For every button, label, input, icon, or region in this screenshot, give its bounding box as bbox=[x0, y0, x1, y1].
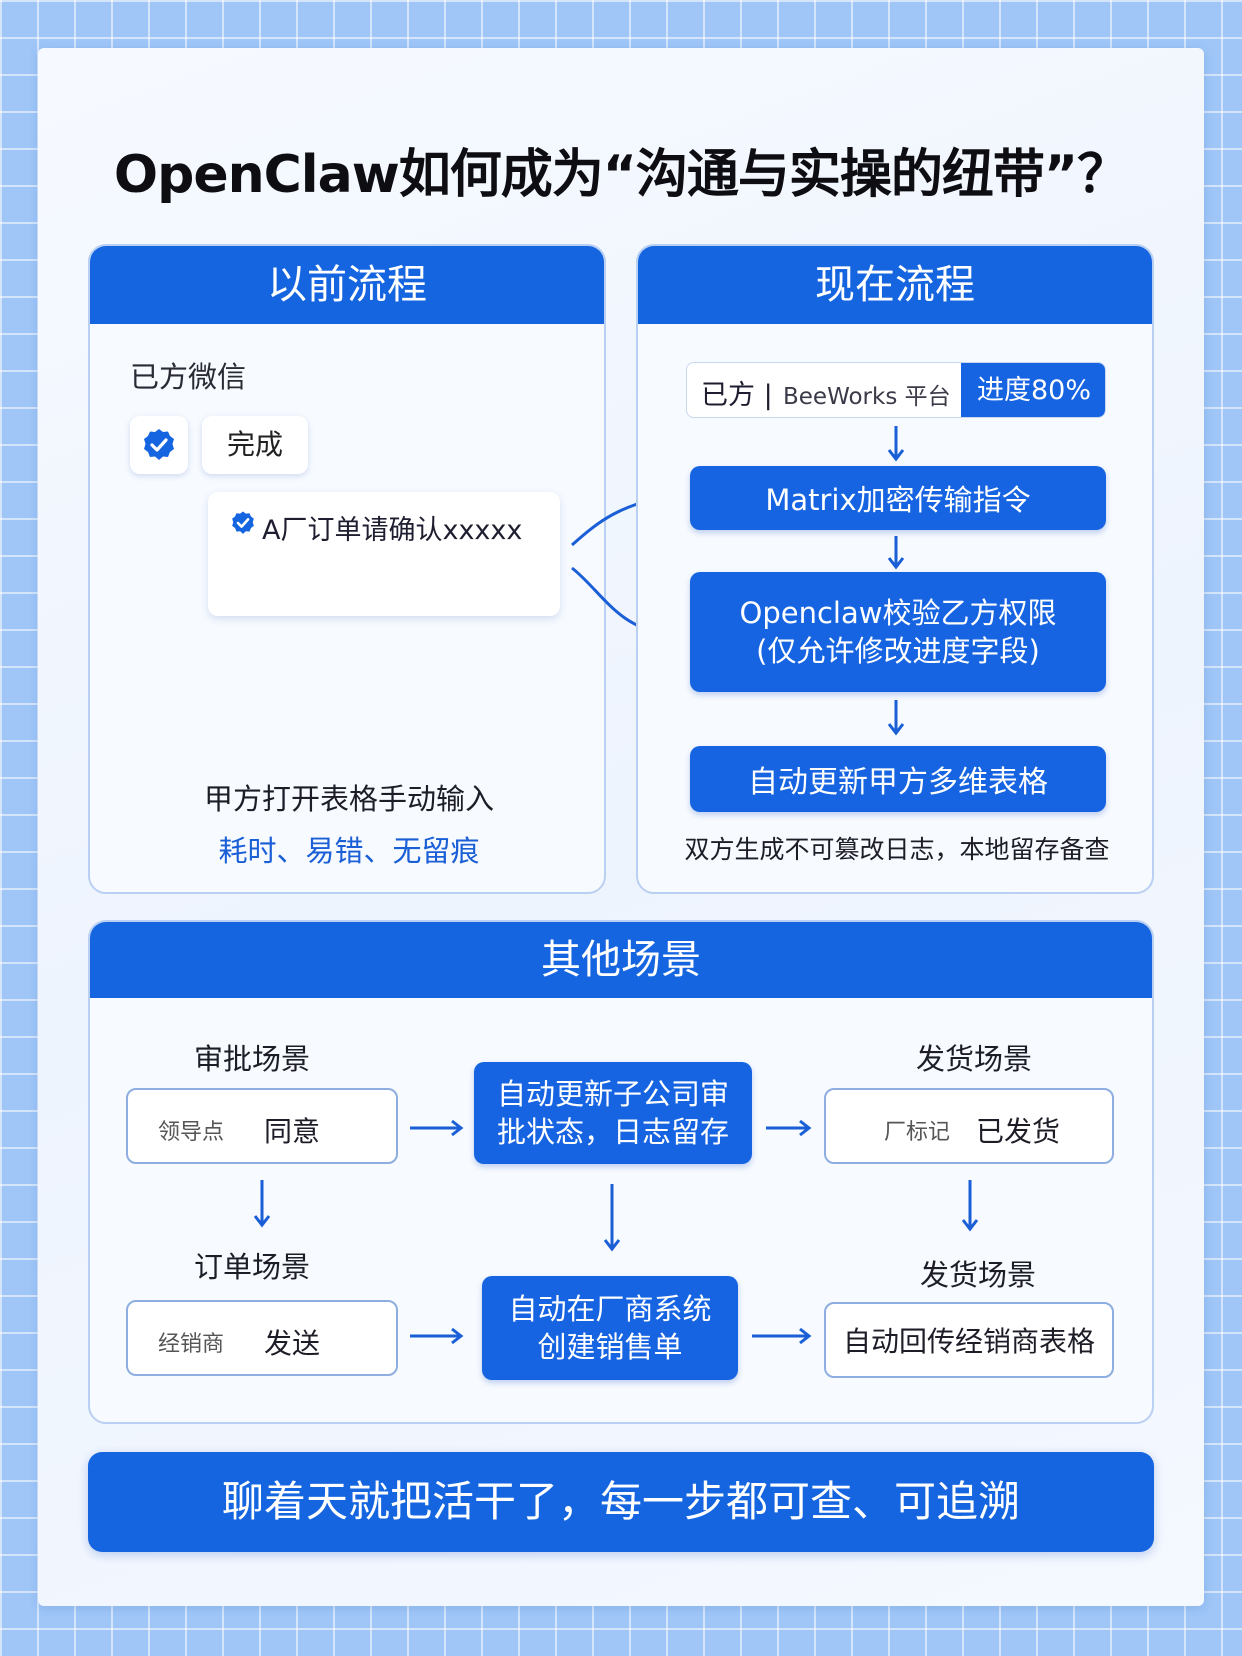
done-chip: 完成 bbox=[202, 416, 308, 474]
shipping-title-top: 发货场景 bbox=[916, 1042, 1033, 1076]
check-badge-icon bbox=[144, 429, 174, 460]
shipping-label: 厂标记 bbox=[884, 1120, 951, 1145]
order-result: 自动在厂商系统 创建销售单 bbox=[482, 1276, 738, 1380]
order-to-shipping-arrow bbox=[752, 1327, 812, 1345]
approval-result: 自动更新子公司审 批状态，日志留存 bbox=[474, 1062, 752, 1164]
approval-right-arrow bbox=[410, 1119, 464, 1137]
order-value: 发送 bbox=[264, 1327, 321, 1360]
approval-input-box: 领导点 同意 bbox=[126, 1088, 398, 1164]
now-panel: 现在流程 已方 | BeeWorks 平台 进度80% Matrix加密传输指令… bbox=[636, 244, 1154, 894]
summary-banner: 聊着天就把活干了，每一步都可查、可追溯 bbox=[88, 1452, 1154, 1552]
down-arrow-2 bbox=[887, 536, 905, 570]
order-right-arrow bbox=[410, 1327, 464, 1345]
check-tile bbox=[130, 416, 188, 474]
platform-bar: 已方 | BeeWorks 平台 进度80% bbox=[686, 362, 1106, 418]
middle-down-arrow bbox=[603, 1184, 621, 1252]
party-label: 已方 | bbox=[701, 380, 773, 411]
encrypt-step: Matrix加密传输指令 bbox=[690, 466, 1106, 530]
shipping-value: 已发货 bbox=[976, 1115, 1061, 1148]
pain-points-caption: 耗时、易错、无留痕 bbox=[218, 834, 480, 868]
order-input-box: 经销商 发送 bbox=[126, 1300, 398, 1376]
approval-label: 领导点 bbox=[158, 1120, 225, 1145]
verify-step: Openclaw校验乙方权限 (仅允许修改进度字段) bbox=[690, 572, 1106, 692]
shipping-result-box: 自动回传经销商表格 bbox=[824, 1302, 1114, 1378]
update-step: 自动更新甲方多维表格 bbox=[690, 746, 1106, 812]
message-bubble: A厂订单请确认xxxxx bbox=[208, 492, 560, 616]
shipping-input-box: 厂标记 已发货 bbox=[824, 1088, 1114, 1164]
log-caption: 双方生成不可篡改日志，本地留存备查 bbox=[684, 835, 1110, 864]
shipping-result: 自动回传经销商表格 bbox=[842, 1325, 1095, 1358]
shipping-down-arrow bbox=[961, 1180, 979, 1232]
progress-badge: 进度80% bbox=[961, 363, 1105, 417]
verified-icon bbox=[232, 511, 254, 534]
before-panel: 以前流程 已方微信 完成 A厂订单请确认xxxxx 甲方打开表格手动输入 耗时、… bbox=[88, 244, 606, 894]
down-arrow-1 bbox=[887, 426, 905, 462]
approval-down-arrow bbox=[253, 1180, 271, 1228]
order-label: 经销商 bbox=[158, 1332, 225, 1357]
approval-value: 同意 bbox=[264, 1115, 321, 1148]
now-header: 现在流程 bbox=[638, 246, 1152, 324]
page-title: OpenClaw如何成为“沟通与实操的纽带”？ bbox=[113, 145, 1129, 205]
other-header: 其他场景 bbox=[90, 922, 1152, 998]
manual-input-caption: 甲方打开表格手动输入 bbox=[203, 782, 494, 816]
approval-to-shipping-arrow bbox=[766, 1119, 812, 1137]
order-title: 订单场景 bbox=[194, 1250, 311, 1284]
platform-label: BeeWorks 平台 bbox=[783, 384, 951, 410]
down-arrow-3 bbox=[887, 700, 905, 736]
chat-label: 已方微信 bbox=[130, 360, 247, 394]
other-panel: 其他场景 审批场景 领导点 同意 自动更新子公司审 批状态，日志留存 发货场景 … bbox=[88, 920, 1154, 1424]
shipping-title-bottom: 发货场景 bbox=[920, 1258, 1037, 1292]
message-text: A厂订单请确认xxxxx bbox=[262, 515, 523, 546]
approval-title: 审批场景 bbox=[194, 1042, 311, 1076]
before-header: 以前流程 bbox=[90, 246, 604, 324]
